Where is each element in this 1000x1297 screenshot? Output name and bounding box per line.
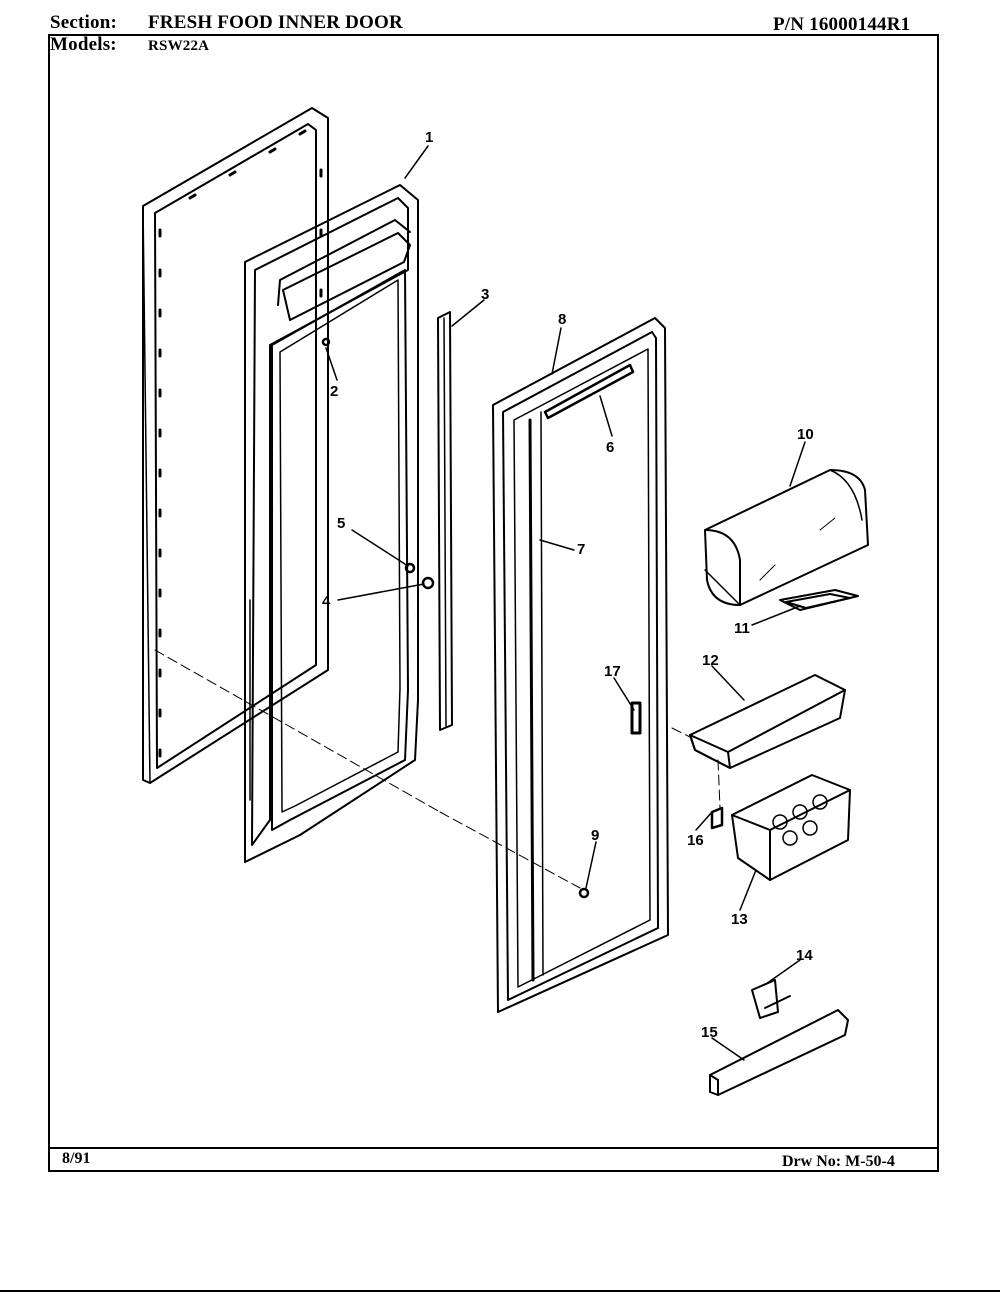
part-number: P/N 16000144R1 [773,14,911,35]
callout-3: 3 [481,286,489,303]
callout-15: 15 [701,1024,718,1041]
callout-7: 7 [577,541,585,558]
callout-6: 6 [606,439,614,456]
callout-14: 14 [796,947,813,964]
models-value: RSW22A [148,38,210,54]
models-label: Models: [50,34,117,55]
bin-cover [704,469,869,606]
callout-4: 4 [322,593,331,610]
retainer-clip [751,979,791,1019]
cover-tray [779,589,859,611]
callout-9: 9 [591,827,599,844]
footer-divider [48,1147,939,1149]
callout-labels: 1 2 3 4 5 6 7 8 9 10 11 12 13 14 15 16 1… [322,129,814,1041]
callout-13: 13 [731,911,748,928]
callout-12: 12 [702,652,719,669]
inner-door-liner [244,184,419,863]
drawing-number: Drw No: M-50-4 [782,1153,895,1170]
outer-door-panel [142,107,329,784]
fasteners [321,337,724,899]
section-label: Section: [50,12,118,33]
page-bottom-rule [0,1290,1000,1292]
callout-16: 16 [687,832,704,849]
drawing-frame [48,34,939,1172]
section-title: FRESH FOOD INNER DOOR [148,12,403,33]
callout-5: 5 [337,515,345,532]
door-bin [689,674,846,769]
gasket-strip [437,311,453,731]
callout-2: 2 [330,383,338,400]
callout-8: 8 [558,311,566,328]
callout-17: 17 [604,663,621,680]
callout-10: 10 [797,426,814,443]
door-gasket-frame [492,317,669,1013]
callout-leaders [325,145,806,1061]
egg-bin [731,774,851,881]
callout-1: 1 [425,129,433,146]
callout-11: 11 [734,620,750,637]
assembly-lines [154,649,721,889]
drawing-date: 8/91 [62,1150,91,1167]
trim-bar [709,1009,849,1096]
